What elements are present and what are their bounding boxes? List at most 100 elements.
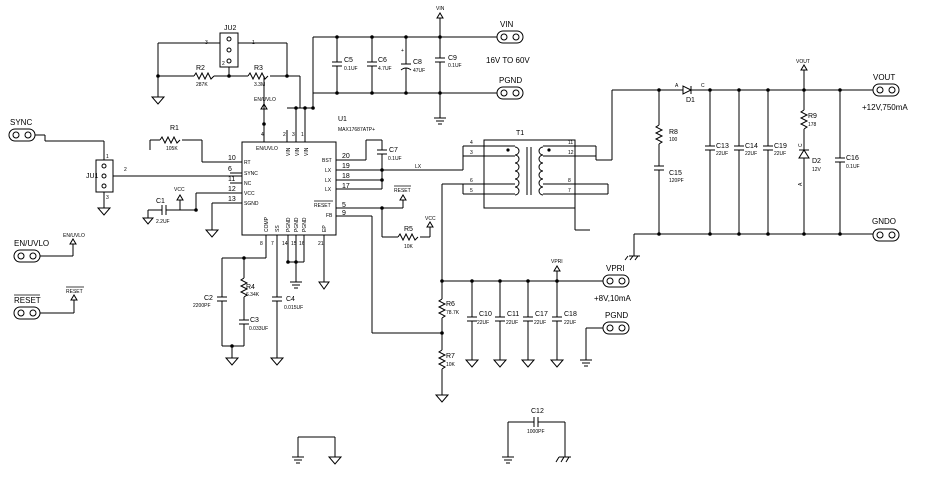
reset-flag-label: RESET — [394, 188, 411, 194]
cap-c17: C17 22UF — [520, 281, 548, 368]
c5-ref: C5 — [344, 57, 353, 64]
vpri-connector-label: VPRI — [606, 264, 625, 273]
d2-value: 12V — [812, 167, 822, 173]
pin-num-10: 10 — [228, 155, 236, 162]
vpri-connector[interactable]: VPRI — [602, 264, 630, 288]
r9-ref: R9 — [808, 113, 817, 120]
pin-name-pgnd-15: PGND — [294, 217, 300, 232]
r5-value: 10K — [404, 244, 414, 250]
r1-ref: R1 — [170, 125, 179, 132]
c12-ref: C12 — [531, 408, 544, 415]
c15-value: 120PF — [669, 178, 684, 184]
pin-name-pgnd-16: PGND — [302, 217, 308, 232]
pin-name-rt: RT — [244, 160, 251, 166]
resistor-r3: R3 3.3M — [247, 65, 269, 88]
r3-ref: R3 — [254, 65, 263, 72]
cap-c16: C16 0.1UF — [835, 88, 860, 236]
ju1-pin-3: 3 — [106, 195, 109, 201]
vpri-spec-label: +8V,10mA — [594, 294, 632, 303]
r4-ref: R4 — [246, 284, 255, 291]
pgnd-mid-connector[interactable]: PGND — [602, 311, 630, 335]
c18-ref: C18 — [564, 311, 577, 318]
cap-c13: C13 22UF — [705, 88, 729, 236]
c4-value: 0.015UF — [284, 305, 303, 311]
pin-name-sgnd: SGND — [244, 201, 259, 207]
pin-num-11: 11 — [228, 176, 235, 183]
c8-value: 47UF — [413, 68, 425, 74]
pin-name-lx-17: LX — [325, 187, 332, 193]
cap-c5: C5 0.1UF — [332, 37, 358, 93]
c10-value: 22UF — [477, 320, 489, 326]
chip-ground-net — [286, 260, 330, 290]
c1-value: 2.2UF — [156, 219, 170, 225]
vin-range-label: 16V TO 60V — [486, 56, 530, 65]
c16-value: 0.1UF — [846, 164, 860, 170]
vcc-flag-2-label: VCC — [425, 216, 436, 222]
en-uvlo-connector-label: EN/UVLO — [14, 239, 49, 248]
gndo-connector-label: GNDO — [872, 217, 896, 226]
c4-ref: C4 — [286, 296, 295, 303]
pin-name-ss: SS — [275, 225, 281, 232]
reset-fb-net: RESET VCC R5 10K — [371, 185, 444, 335]
pin-name-comp: COMP — [264, 216, 270, 232]
cap-c18: C18 22UF — [549, 281, 577, 368]
vout-connector[interactable]: VOUT — [872, 73, 900, 97]
t1-ref: T1 — [516, 130, 524, 137]
pin-num-18: 18 — [342, 173, 350, 180]
pin-name-vcc: VCC — [244, 191, 255, 197]
c2-ref: C2 — [204, 295, 213, 302]
pgnd-top-connector-label: PGND — [499, 76, 522, 85]
c7-ref: C7 — [389, 147, 398, 154]
r8-value: 100 — [669, 137, 678, 143]
r7-ref: R7 — [446, 353, 455, 360]
en-uvlo-connector[interactable]: EN/UVLO — [13, 239, 49, 263]
en-uvlo-flag: EN/UVLO — [254, 97, 276, 124]
jumper-ju1[interactable]: JU1 1 2 3 — [86, 154, 127, 201]
ju2-ref: JU2 — [224, 25, 237, 32]
transformer-t1: T1 4 3 6 5 11 12 8 7 — [463, 130, 596, 209]
r2-value: 287K — [196, 82, 208, 88]
en-uvlo-small-flag: EN/UVLO — [40, 233, 85, 257]
reset-connector[interactable]: RESET — [13, 294, 41, 320]
d2-ref: D2 — [812, 158, 821, 165]
pin-name-nc: NC — [244, 181, 252, 187]
pin-num-16: 16 — [299, 241, 305, 247]
r4-value: 6.34K — [246, 292, 260, 298]
c11-value: 22UF — [506, 320, 518, 326]
pgnd-top-connector[interactable]: PGND — [496, 76, 524, 100]
pin-num-8: 8 — [260, 241, 263, 247]
secondary-wiring — [574, 89, 873, 261]
comp-network — [217, 256, 266, 366]
c11-ref: C11 — [507, 311, 519, 318]
c9-ref: C9 — [448, 55, 457, 62]
jumper-ju2[interactable]: JU2 3 2 1 — [205, 25, 255, 68]
r2-ref: R2 — [196, 65, 205, 72]
vpri-net-label: VPRI — [551, 259, 563, 265]
r9-d2-branch: VOUT R9 178 D2 12V C A — [796, 59, 822, 236]
cap-c11: C11 22UF — [492, 281, 519, 368]
r8-ref: R8 — [669, 129, 678, 136]
chip-ref: U1 — [338, 116, 347, 123]
gndo-connector[interactable]: GNDO — [872, 217, 900, 242]
lx-net: LX — [382, 155, 484, 171]
vout-net-label: VOUT — [796, 59, 810, 65]
sync-connector[interactable]: SYNC — [8, 118, 36, 142]
pin-num-6: 6 — [228, 166, 232, 173]
t1-pin-5: 5 — [470, 188, 473, 194]
d2-cathode: C — [798, 143, 804, 147]
vin-connector[interactable]: VIN — [496, 20, 524, 44]
c8-ref: C8 — [413, 59, 422, 66]
cap-c10: C10 22UF — [464, 281, 492, 368]
c19-ref: C19 — [774, 143, 787, 150]
c13-ref: C13 — [716, 143, 729, 150]
r9-value: 178 — [808, 122, 817, 128]
resistor-r1: R1 105K — [149, 125, 203, 162]
pin-num-9: 9 — [342, 210, 346, 217]
c6-ref: C6 — [378, 57, 387, 64]
c17-value: 22UF — [534, 320, 546, 326]
t1-pin-4: 4 — [470, 140, 473, 146]
vcc-flag-1: VCC — [174, 187, 185, 210]
en-uvlo-small-label: EN/UVLO — [63, 233, 85, 239]
c3-ref: C3 — [250, 317, 259, 324]
c15-ref: C15 — [669, 170, 682, 177]
